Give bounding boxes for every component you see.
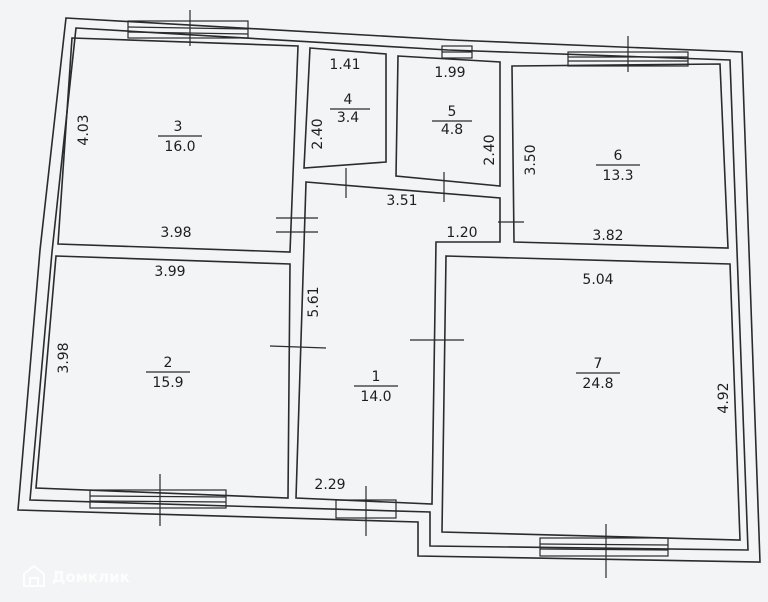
room-3-outline [57, 37, 299, 253]
dim-room7-right: 4.92 [716, 382, 732, 413]
room-label-5: 5 4.8 [432, 104, 472, 138]
room-area-2: 15.9 [152, 375, 183, 391]
room-area-6: 13.3 [602, 168, 633, 184]
room-label-6: 6 13.3 [596, 148, 640, 184]
dim-hall-left: 5.61 [306, 286, 322, 317]
dim-room2-left: 3.98 [56, 342, 72, 373]
window-room-3 [127, 10, 249, 46]
dim-room5-top: 1.99 [434, 65, 465, 81]
room-label-7: 7 24.8 [576, 356, 620, 392]
room-area-1: 14.0 [360, 389, 391, 405]
window-room-6 [567, 36, 689, 72]
dim-room2-top: 3.99 [154, 264, 185, 280]
watermark: Домклик [23, 564, 130, 587]
room-label-1: 1 14.0 [354, 369, 398, 405]
doors [269, 168, 524, 536]
room-number-1: 1 [372, 369, 381, 385]
room-label-3: 3 16.0 [158, 119, 202, 155]
room-7-outline [441, 255, 741, 541]
room-4-outline [303, 47, 387, 169]
room-label-2: 2 15.9 [146, 355, 190, 391]
dim-room5-right: 2.40 [482, 134, 498, 165]
room-5-outline [395, 55, 501, 187]
room-number-3: 3 [174, 119, 183, 135]
dim-room4-left: 2.40 [310, 118, 326, 149]
dim-room6-left: 3.50 [523, 144, 539, 175]
room-2-outline [35, 255, 291, 499]
dim-room7-top: 5.04 [582, 272, 613, 288]
outer-walls [17, 17, 761, 563]
room-number-4: 4 [344, 92, 353, 108]
room-label-4: 4 3.4 [330, 92, 370, 126]
room-6-outline [511, 63, 729, 249]
window-room-7 [539, 524, 669, 578]
dim-room3-left: 4.03 [76, 114, 92, 145]
house-logo-icon [23, 564, 45, 587]
room-area-3: 16.0 [164, 139, 195, 155]
room-1-outline [295, 181, 501, 505]
dim-room6-bottom: 3.82 [592, 228, 623, 244]
watermark-text: Домклик [52, 568, 130, 586]
room-area-4: 3.4 [337, 110, 359, 126]
room-area-5: 4.8 [441, 122, 463, 138]
room-area-7: 24.8 [582, 376, 613, 392]
room-number-2: 2 [164, 355, 173, 371]
room-number-7: 7 [594, 356, 603, 372]
window-room-5 [441, 45, 473, 59]
window-room-2 [89, 474, 227, 526]
room-number-5: 5 [448, 104, 457, 120]
dim-room3-bottom: 3.98 [160, 225, 191, 241]
dim-hall-bottom: 2.29 [314, 477, 345, 493]
dim-hall-top: 3.51 [386, 193, 417, 209]
room-number-6: 6 [614, 148, 623, 164]
dim-room4-top: 1.41 [329, 57, 360, 73]
dim-hall-notch: 1.20 [446, 225, 477, 241]
